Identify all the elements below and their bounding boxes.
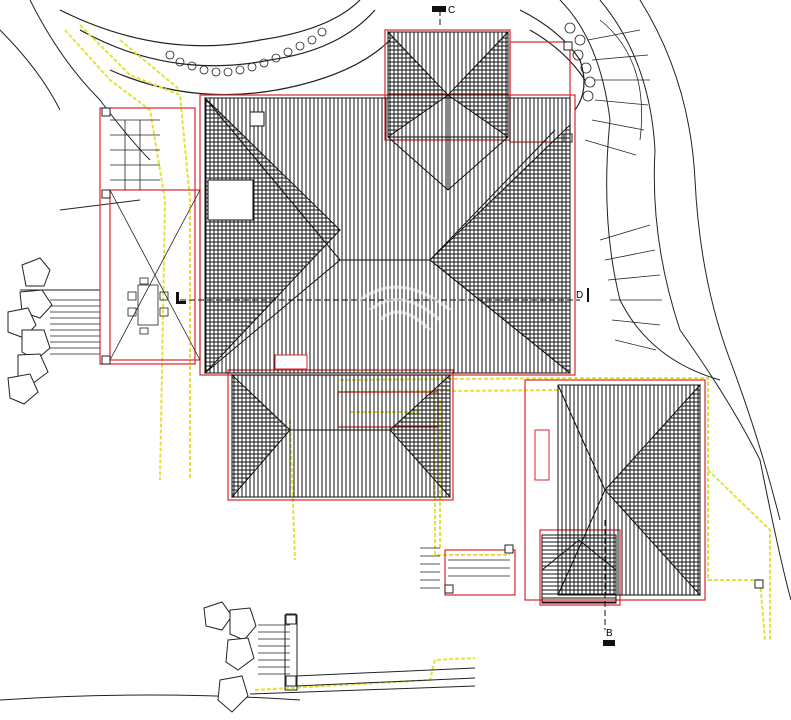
- section-b-label: B: [606, 628, 613, 639]
- section-marker-c: C: [432, 5, 455, 16]
- left-patio: [109, 119, 201, 361]
- curved-stair: [584, 19, 662, 351]
- main-roof: [204, 96, 571, 375]
- section-c-label: C: [448, 5, 455, 16]
- stone-wall-top: [59, 0, 586, 111]
- left-marker: [176, 292, 186, 304]
- stone-wall-top-pebbles: [165, 22, 596, 102]
- south-wing-roof: [231, 373, 451, 499]
- watermark-logo: [358, 285, 451, 370]
- entry-roof: [541, 534, 617, 604]
- section-marker-b: B: [603, 628, 615, 646]
- section-marker-d: D: [576, 288, 589, 302]
- section-d-label: D: [576, 290, 583, 301]
- north-wing-roof: [387, 30, 509, 191]
- bottom-wall: [249, 614, 476, 695]
- stone-boulders: [7, 257, 257, 713]
- entrance-stairs: [420, 547, 510, 589]
- section-lines: [180, 10, 606, 630]
